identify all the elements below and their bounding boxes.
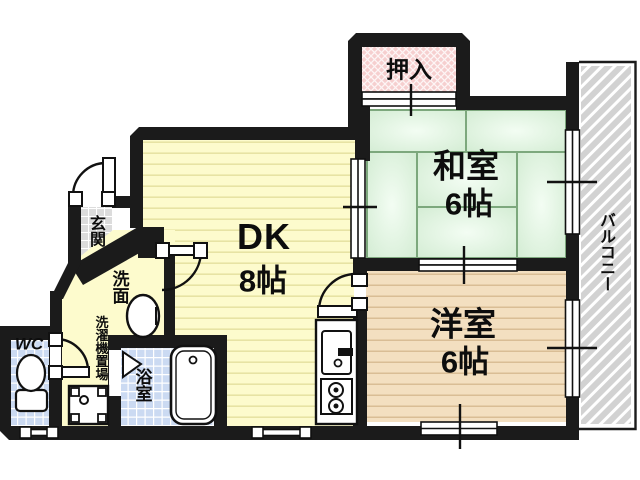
wc-label: WC bbox=[14, 334, 44, 354]
senmen-label: 洗面 bbox=[109, 270, 129, 304]
laundry-label: 洗濯機置場 bbox=[93, 315, 109, 381]
wall-chamfers bbox=[0, 33, 470, 440]
kitchen-unit bbox=[314, 318, 359, 426]
wc-window bbox=[19, 426, 59, 439]
entrance-door bbox=[68, 157, 116, 207]
oshiire-label: 押入 bbox=[386, 56, 432, 83]
wall-senmen-dk bbox=[164, 255, 175, 340]
dimension-ticks bbox=[343, 84, 597, 449]
dk-floor-stripes bbox=[140, 138, 358, 426]
toilet bbox=[14, 353, 49, 413]
wall-oshiire-left bbox=[348, 33, 362, 128]
balcony-outline bbox=[579, 60, 637, 431]
wall-dk-youshitsu-upper bbox=[353, 258, 367, 276]
oshiire-crosshatch bbox=[362, 47, 456, 93]
youshitsu-size: 6帖 bbox=[440, 344, 490, 380]
youshitsu-floor-stripes bbox=[366, 271, 566, 422]
bathtub bbox=[169, 344, 218, 426]
bathroom-label: 浴室 bbox=[132, 368, 152, 402]
oshiire-sliding-door bbox=[361, 91, 457, 107]
balcony-label: バルコニー bbox=[597, 212, 614, 292]
wall-oshiire-right bbox=[456, 40, 470, 110]
wall-wc-left bbox=[0, 326, 11, 440]
wall-dk-top bbox=[130, 127, 370, 140]
dk-washitsu-sliding-door bbox=[350, 158, 366, 259]
sink-drain bbox=[333, 358, 343, 368]
genkan-label: 玄関 bbox=[87, 215, 104, 247]
wall-washitsu-top bbox=[456, 96, 579, 110]
wall-dk-left bbox=[130, 127, 143, 228]
washitsu-label: 和室 bbox=[433, 147, 499, 185]
balcony-hatch bbox=[581, 66, 631, 424]
wall-genkan-diagonal bbox=[71, 227, 150, 285]
washitsu-tatami bbox=[366, 109, 567, 259]
dk-label: DK bbox=[237, 216, 291, 257]
wall-genkan-left bbox=[68, 193, 81, 269]
youshitsu-label: 洋室 bbox=[430, 305, 496, 343]
fixtures bbox=[14, 293, 359, 426]
wall-senmen-left bbox=[50, 291, 62, 337]
kitchen-faucet bbox=[338, 348, 353, 356]
senmen-dk-door bbox=[155, 242, 208, 292]
washing-machine-pan bbox=[67, 384, 110, 426]
openings bbox=[19, 91, 581, 439]
washitsu-youshitsu-sliding-door bbox=[418, 258, 518, 272]
wall-genkan-stub bbox=[112, 196, 133, 208]
washitsu-size: 6帖 bbox=[444, 186, 494, 222]
dk-youshitsu-door bbox=[317, 272, 368, 318]
bathroom-door bbox=[109, 350, 143, 396]
wall-wc-top bbox=[0, 326, 62, 340]
doors bbox=[48, 157, 368, 396]
dk-window bbox=[251, 426, 312, 439]
wc-door bbox=[48, 332, 90, 380]
wall-oshiire-top bbox=[348, 33, 470, 47]
genkan-tile-grid bbox=[77, 207, 113, 259]
dk-size: 8帖 bbox=[238, 263, 288, 299]
wall-step-diagonal bbox=[50, 263, 81, 299]
washbasin bbox=[125, 293, 161, 339]
